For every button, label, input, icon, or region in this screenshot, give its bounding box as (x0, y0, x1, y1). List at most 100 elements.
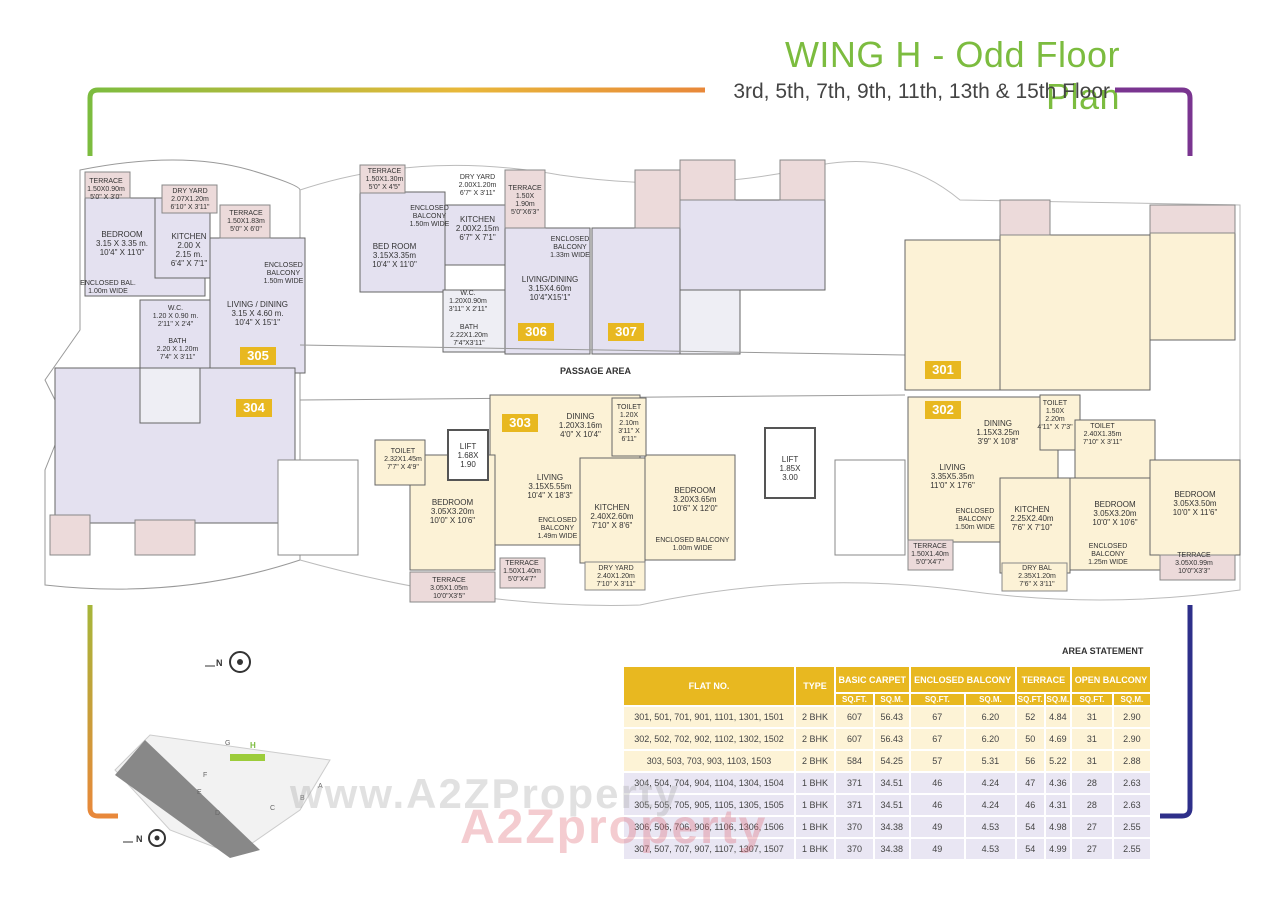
flat-no-cell: 301, 501, 701, 901, 1101, 1301, 1501 (624, 707, 794, 727)
table-cell: 4.24 (966, 773, 1015, 793)
room-302-kitchen: KITCHEN 2.25X2.40m 7'6" X 7'10" (1010, 505, 1054, 532)
table-cell: 370 (836, 839, 873, 859)
table-cell: 4.36 (1045, 773, 1071, 793)
room-306-bedroom: BED ROOM 3.15X3.35m 10'4" X 11'0" (372, 242, 417, 269)
table-cell: 6.20 (966, 707, 1015, 727)
table-cell: 1 BHK (796, 773, 834, 793)
room-303-living: LIVING 3.15X5.55m 10'4" X 18'3" (527, 473, 573, 500)
room-305-enclosed-bal-2: ENCLOSED BAL. 1.00m WIDE (80, 280, 136, 295)
flat-no-cell: 305, 505, 705, 905, 1105, 1305, 1505 (624, 795, 794, 815)
table-cell: 5.22 (1045, 751, 1071, 771)
room-302-terrace-2: TERRACE 3.05X0.99m 10'0"X3'3" (1175, 552, 1213, 575)
room-303-toilet: TOILET 2.32X1.45m 7'7" X 4'9" (384, 448, 422, 471)
room-303-dining: DINING 1.20X3.16m 4'0" X 10'4" (558, 412, 603, 439)
table-cell: 46 (910, 795, 965, 815)
room-305-bedroom: BEDROOM 3.15 X 3.35 m. 10'4" X 11'0" (95, 230, 149, 257)
table-cell: 27 (1072, 817, 1112, 837)
key-plan-wing-h: H (250, 741, 256, 750)
table-cell: 56 (1016, 751, 1044, 771)
room-306-terrace-2: TERRACE 1.50X 1.90m 5'0"X6'3" (508, 185, 542, 216)
subheader-unit: SQ.FT. (910, 694, 965, 705)
table-cell: 4.53 (966, 839, 1015, 859)
table-cell: 2.90 (1113, 707, 1150, 727)
table-cell: 54 (1016, 817, 1044, 837)
table-cell: 1 BHK (796, 795, 834, 815)
table-cell: 54 (1016, 839, 1044, 859)
key-plan-north-label: N (136, 834, 143, 844)
table-cell: 4.31 (1045, 795, 1071, 815)
table-cell: 4.98 (1045, 817, 1071, 837)
header-open-balcony: OPEN BALCONY (1072, 667, 1150, 692)
table-cell: 52 (1016, 707, 1044, 727)
room-305-kitchen: KITCHEN 2.00 X 2.15 m. 6'4" X 7'1" (170, 232, 208, 268)
room-305-living-dining: LIVING / DINING 3.15 X 4.60 m. 10'4" X 1… (227, 300, 288, 327)
room-306-dry-yard: DRY YARD 2.00X1.20m 6'7" X 3'11" (458, 174, 497, 197)
room-303-dry-yard: DRY YARD 2.40X1.20m 7'10" X 3'11" (596, 565, 636, 588)
room-302-enclosed-balcony: ENCLOSED BALCONY 1.50m WIDE (955, 508, 995, 531)
table-cell: 4.84 (1045, 707, 1071, 727)
subheader-unit: SQ.M. (966, 694, 1015, 705)
table-cell: 371 (836, 773, 873, 793)
room-306-living-dining: LIVING/DINING 3.15X4.60m 10'4"X15'1" (521, 275, 579, 302)
header-basic-carpet: BASIC CARPET (836, 667, 909, 692)
room-302-enclosed-balcony-2: ENCLOSED BALCONY 1.25m WIDE (1088, 543, 1128, 566)
table-cell: 49 (910, 817, 965, 837)
table-cell: 46 (910, 773, 965, 793)
room-302-bedroom: BEDROOM 3.05X3.20m 10'0" X 10'6" (1092, 500, 1138, 527)
room-305-enclosed-balcony: ENCLOSED BALCONY 1.50m WIDE (263, 262, 304, 285)
key-plan-wing-c: C (270, 805, 276, 812)
unit-badge-301: 301 (925, 361, 961, 379)
frame-top-left (87, 87, 705, 156)
key-plan-wing-b: B (300, 795, 305, 802)
room-306-bath: BATH 2.22X1.20m 7'4"X3'11" (450, 324, 488, 347)
table-cell: 2.55 (1113, 817, 1150, 837)
table-cell: 5.31 (966, 751, 1015, 771)
room-302-living: LIVING 3.35X5.35m 11'0" X 17'6" (930, 463, 975, 490)
flat-no-cell: 307, 507, 707, 907, 1107, 1307, 1507 (624, 839, 794, 859)
table-cell: 47 (1016, 773, 1044, 793)
lift-1: LIFT 1.68X 1.90 (457, 442, 479, 469)
table-cell: 2 BHK (796, 729, 834, 749)
table-cell: 67 (910, 707, 965, 727)
watermark-text: www.A2ZProperty (290, 770, 681, 817)
key-plan-wing-d: D (215, 810, 221, 817)
room-305-bath: BATH 2.20 X 1.20m 7'4" X 3'11" (156, 338, 199, 361)
unit-badge-302: 302 (925, 401, 961, 419)
table-cell: 50 (1016, 729, 1044, 749)
room-306-enclosed-balcony-2: ENCLOSED BALCONY 1.33m WIDE (550, 236, 590, 259)
unit-badge-307: 307 (608, 323, 644, 341)
table-cell: 607 (836, 707, 873, 727)
table-cell: 54.25 (874, 751, 909, 771)
table-cell: 4.53 (966, 817, 1015, 837)
room-303-enclosed-balcony: ENCLOSED BALCONY 1.49m WIDE (537, 517, 578, 540)
table-cell: 56.43 (874, 729, 909, 749)
room-306-wc: W.C. 1.20X0.90m 3'11" X 2'11" (448, 290, 488, 313)
room-303-kitchen: KITCHEN 2.40X2.60m 7'10" X 8'6" (590, 503, 634, 530)
table-cell: 2.88 (1113, 751, 1150, 771)
room-303-bedroom-2: BEDROOM 3.20X3.65m 10'6" X 12'0" (672, 486, 718, 513)
table-cell: 6.20 (966, 729, 1015, 749)
table-cell: 4.99 (1045, 839, 1071, 859)
key-plan-wing-g: G (225, 740, 231, 747)
room-302-toilet-2: TOILET 2.40X1.35m 7'10" X 3'11" (1082, 423, 1123, 446)
page-subtitle: 3rd, 5th, 7th, 9th, 11th, 13th & 15th Fl… (733, 80, 1110, 103)
table-cell: 34.51 (874, 773, 909, 793)
table-cell: 34.38 (874, 817, 909, 837)
frame-left-bottom (87, 605, 118, 819)
room-303-bedroom: BEDROOM 3.05X3.20m 10'0" X 10'6" (429, 498, 476, 525)
watermark-logo: A2Zproperty (460, 801, 768, 854)
table-cell: 584 (836, 751, 873, 771)
table-cell: 371 (836, 795, 873, 815)
frame-top-right (1115, 87, 1193, 156)
subheader-unit: SQ.M. (874, 694, 909, 705)
table-cell: 31 (1072, 751, 1112, 771)
header-flat-no: FLAT NO. (624, 667, 794, 705)
room-303-terrace-2: TERRACE 3.05X1.05m 10'0"X3'5" (430, 577, 468, 600)
table-cell: 31 (1072, 729, 1112, 749)
table-cell: 56.43 (874, 707, 909, 727)
